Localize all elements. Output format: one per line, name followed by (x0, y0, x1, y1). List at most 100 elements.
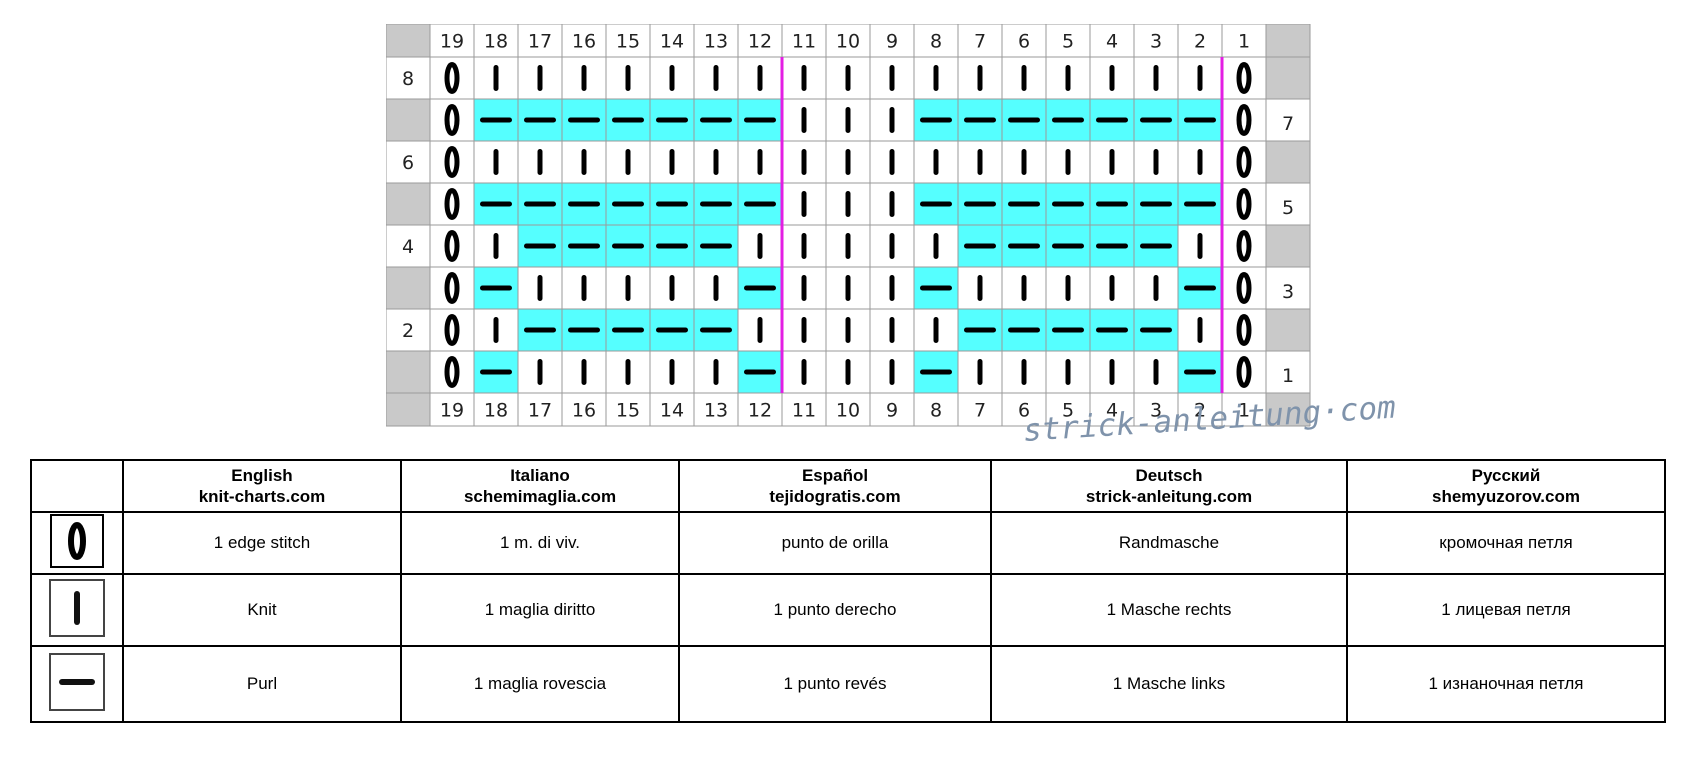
row-number-right: 1 (1282, 365, 1294, 387)
column-number-cell (518, 24, 562, 57)
knit-symbol (933, 65, 939, 91)
row-number-left: 2 (402, 320, 414, 342)
column-number: 13 (704, 31, 728, 53)
knit-symbol (581, 275, 587, 301)
knit-symbol (889, 233, 895, 259)
edge-stitch-symbol (444, 146, 460, 178)
knit-symbol (1109, 359, 1115, 385)
column-number: 8 (930, 31, 942, 53)
column-number-cell (958, 24, 1002, 57)
column-number: 4 (1106, 31, 1118, 53)
column-number: 1 (1238, 31, 1250, 53)
knit-symbol (1065, 275, 1071, 301)
edge-stitch-symbol (1236, 62, 1252, 94)
chart-grid: 1919181817171616151514141313121211111010… (386, 24, 1311, 427)
column-number-cell (1090, 393, 1134, 426)
purl-symbol (524, 117, 556, 123)
column-number: 6 (1018, 31, 1030, 53)
column-number-cell (430, 24, 474, 57)
knit-symbol (1153, 65, 1159, 91)
knit-symbol (713, 359, 719, 385)
legend-cell: 1 maglia diritto (400, 573, 680, 647)
knit-symbol (1153, 359, 1159, 385)
column-number: 5 (1062, 31, 1074, 53)
purl-symbol (1140, 327, 1172, 333)
purl-symbol (1140, 243, 1172, 249)
edge-stitch-symbol (444, 62, 460, 94)
knit-symbol (669, 149, 675, 175)
row-number-cell (386, 225, 430, 267)
site-label: schemimaglia.com (463, 487, 617, 506)
purl-symbol (480, 201, 512, 207)
column-number-cell (914, 24, 958, 57)
purl-symbol (700, 117, 732, 123)
column-number: 18 (484, 31, 508, 53)
purl-symbol (568, 201, 600, 207)
column-number: 16 (572, 400, 596, 422)
edge-stitch-symbol (1236, 356, 1252, 388)
edge-stitch-symbol (444, 314, 460, 346)
knit-symbol (977, 359, 983, 385)
purl-symbol (744, 369, 776, 375)
legend-cell: кромочная петля (1346, 511, 1666, 575)
column-number-cell (1046, 393, 1090, 426)
legend-cell: Randmasche (990, 511, 1348, 575)
knit-symbol (1021, 65, 1027, 91)
purl-symbol (700, 243, 732, 249)
column-number-cell (1134, 393, 1178, 426)
purl-symbol (744, 201, 776, 207)
knit-symbol (845, 107, 851, 133)
column-number-cell (826, 393, 870, 426)
lang-label: Русский (1471, 466, 1541, 485)
column-number-cell (518, 393, 562, 426)
column-number-cell (738, 24, 782, 57)
knit-symbol (1197, 149, 1203, 175)
column-number-cell (914, 393, 958, 426)
knit-symbol (625, 149, 631, 175)
column-number: 7 (974, 31, 986, 53)
column-number: 17 (528, 400, 552, 422)
column-number-cell (474, 24, 518, 57)
purl-symbol (1008, 327, 1040, 333)
edge-stitch-symbol (1236, 230, 1252, 262)
purl-symbol (1184, 285, 1216, 291)
site-label: tejidogratis.com (769, 487, 901, 506)
row-number-right: 5 (1282, 197, 1294, 219)
edge-stitch-symbol (1236, 314, 1252, 346)
row-number-right: 7 (1282, 113, 1294, 135)
purl-symbol (480, 369, 512, 375)
purl-symbol (964, 201, 996, 207)
column-number: 9 (886, 31, 898, 53)
column-number: 15 (616, 400, 640, 422)
purl-symbol (656, 327, 688, 333)
edge-stitch-symbol (444, 188, 460, 220)
column-number: 6 (1018, 400, 1030, 422)
column-number: 10 (836, 31, 860, 53)
row-number-right: 3 (1282, 281, 1294, 303)
legend-corner (30, 459, 124, 513)
column-number-cell (826, 24, 870, 57)
legend-cell: 1 изнаночная петля (1346, 645, 1666, 723)
row-number-cell (1266, 183, 1310, 225)
knit-symbol (537, 65, 543, 91)
purl-symbol (524, 201, 556, 207)
knit-symbol (801, 359, 807, 385)
knit-symbol (1197, 233, 1203, 259)
purl-symbol (1052, 327, 1084, 333)
edge-stitch-symbol (444, 230, 460, 262)
knit-symbol (889, 149, 895, 175)
legend-row-purl: Purl 1 maglia rovescia 1 punto revés 1 M… (30, 645, 1666, 723)
knit-symbol (801, 149, 807, 175)
purl-symbol (920, 117, 952, 123)
site-label: strick-anleitung.com (1085, 487, 1253, 506)
purl-symbol (1096, 201, 1128, 207)
knit-symbol (845, 359, 851, 385)
legend-cell: 1 punto derecho (678, 573, 992, 647)
legend-symbol-cell (30, 645, 124, 723)
knit-symbol (625, 359, 631, 385)
knit-symbol (933, 233, 939, 259)
